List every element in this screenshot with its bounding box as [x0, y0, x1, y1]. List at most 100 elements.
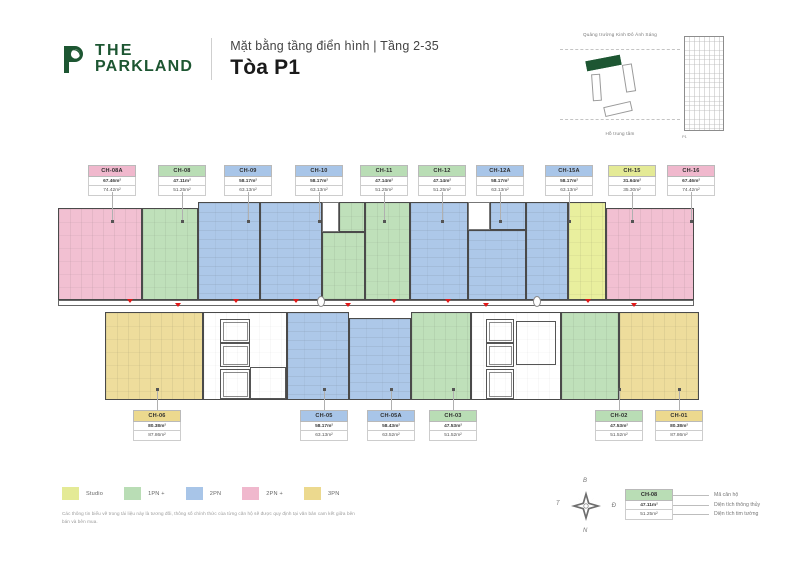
compass-north-label: B — [583, 478, 588, 484]
legend-swatch — [303, 487, 321, 500]
elevator-shaft-1 — [220, 319, 250, 343]
unit-block-ch-15a-east[interactable] — [526, 202, 568, 300]
unit-block-ch-09[interactable] — [198, 202, 260, 300]
key-leader-line — [673, 494, 709, 496]
unit-code: CH-15A — [545, 165, 593, 178]
unit-interior-texture — [491, 203, 525, 229]
siteplan-block-a — [621, 63, 637, 93]
unit-interior-texture — [106, 313, 202, 399]
key-sample-chip: CH-08 47.11m² 51.25m² — [625, 489, 673, 520]
unit-leader-line — [182, 192, 183, 222]
unit-leader-line — [679, 388, 680, 410]
unit-block-ch-11-upper[interactable] — [339, 202, 365, 232]
orientation-marker — [175, 303, 181, 307]
unit-leader-dot — [568, 220, 571, 223]
unit-block-ch-02[interactable] — [561, 312, 619, 400]
unit-block-ch-03[interactable] — [411, 312, 471, 400]
key-sample-code: CH-08 — [625, 489, 673, 502]
parkland-logo-icon — [62, 44, 88, 74]
north-corridor — [58, 300, 694, 306]
unit-interior-texture — [350, 319, 410, 399]
unit-net-area: 58.43m² — [367, 422, 415, 432]
orientation-marker — [293, 299, 299, 303]
legend-item: 2PN — [185, 487, 221, 500]
unit-block-ch-16[interactable] — [606, 208, 694, 300]
orientation-marker — [345, 303, 351, 307]
unit-leader-dot — [618, 388, 621, 391]
unit-block-ch-05a[interactable] — [349, 318, 411, 400]
unit-net-area: 47.53m² — [429, 422, 477, 432]
siteplan-boundary-top — [560, 49, 680, 50]
service-core-left — [203, 312, 287, 400]
unit-gross-area: 51.52m² — [595, 431, 643, 441]
orientation-marker — [445, 299, 451, 303]
legend-label: 2PN + — [266, 490, 283, 497]
unit-leader-line — [248, 192, 249, 222]
unit-code: CH-01 — [655, 410, 703, 423]
unit-block-ch-15a[interactable] — [468, 230, 526, 300]
brand-logo: THE PARKLAND — [62, 42, 193, 76]
unit-block-ch-06[interactable] — [105, 312, 203, 400]
unit-block-ch-08[interactable] — [142, 208, 198, 300]
unit-code: CH-08 — [158, 165, 206, 178]
unit-net-area: 58.17m² — [545, 177, 593, 187]
unit-gross-area: 63.13m² — [300, 431, 348, 441]
unit-interior-texture — [607, 209, 693, 299]
stairwell-left — [220, 369, 250, 399]
unit-leader-dot — [441, 220, 444, 223]
unit-leader-line — [384, 192, 385, 222]
unit-net-area: 58.17m² — [476, 177, 524, 187]
unit-block-ch-12[interactable] — [365, 202, 410, 300]
core-vent-symbol — [317, 296, 325, 307]
unit-block-ch-15a-upper[interactable] — [490, 202, 526, 230]
unit-interior-texture — [143, 209, 197, 299]
unit-block-ch-08a[interactable] — [58, 208, 142, 300]
unit-gross-area: 87.86m² — [655, 431, 703, 441]
unit-block-ch-05[interactable] — [287, 312, 349, 400]
unit-block-ch-11[interactable] — [322, 232, 365, 300]
unit-net-area: 80.38m² — [133, 422, 181, 432]
unit-interior-texture — [412, 313, 470, 399]
unit-net-area: 47.53m² — [595, 422, 643, 432]
siteplan-boundary-bottom — [560, 119, 680, 120]
unit-interior-texture — [527, 203, 567, 299]
label-key-diagram: CH-08 47.11m² 51.25m² Mã căn hộ Diện tíc… — [625, 489, 760, 520]
unit-code: CH-11 — [360, 165, 408, 178]
north-core-void-right — [468, 202, 490, 230]
unit-code: CH-12A — [476, 165, 524, 178]
legend-swatch — [185, 487, 203, 500]
unit-leader-line — [157, 388, 158, 410]
lobby-right — [516, 321, 556, 365]
siteplan-bottom-label: Hồ trung tâm — [605, 131, 635, 136]
unit-block-ch-12a[interactable] — [410, 202, 468, 300]
unit-leader-line — [691, 192, 692, 222]
unit-interior-texture — [340, 203, 364, 231]
key-leader-line — [673, 504, 709, 506]
unit-interior-texture — [411, 203, 467, 299]
unit-block-ch-01[interactable] — [619, 312, 699, 400]
unit-leader-dot — [390, 388, 393, 391]
unit-block-ch-15[interactable] — [568, 202, 606, 300]
compass-west-label: T — [556, 501, 560, 507]
compass-east-label: Đ — [611, 503, 616, 509]
unit-block-ch-10[interactable] — [260, 202, 322, 300]
unit-net-area: 47.14m² — [360, 177, 408, 187]
legend-item: Studio — [62, 487, 103, 500]
north-core-void-left — [322, 202, 339, 232]
